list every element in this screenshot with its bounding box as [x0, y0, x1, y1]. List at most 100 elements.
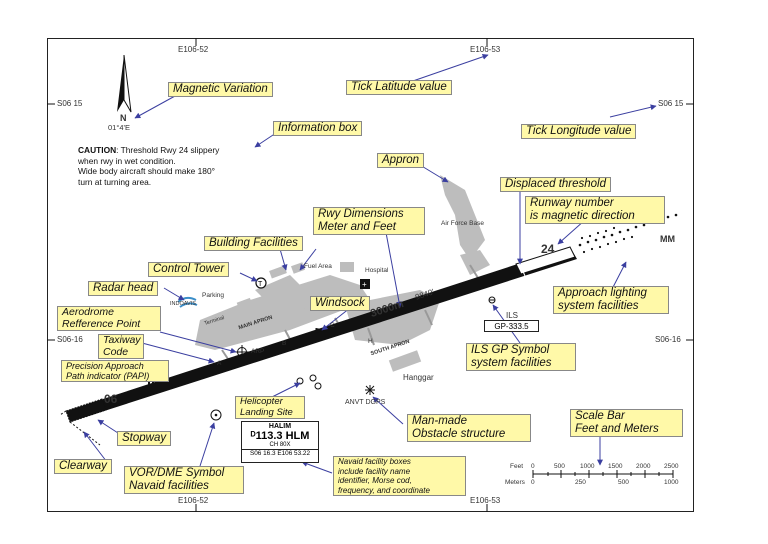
tick-e106-53-bottom: E106-53: [470, 496, 501, 505]
callout-runway-number-line2: is magnetic direction: [530, 210, 635, 222]
callout-vor-dme: VOR/DME Symbol Navaid facilities: [124, 466, 244, 494]
scale-feet-tick: 0: [531, 463, 535, 470]
scale-meter-tick: 0: [531, 479, 535, 486]
mm-label: MM: [660, 234, 675, 244]
hospital-icon: +: [360, 279, 370, 289]
north-label: N: [120, 113, 127, 123]
tick-e106-52-top: E106-52: [178, 45, 209, 54]
callout-aerodrome-reference-point: Aerodrome Refference Point: [57, 306, 161, 331]
vor-dme-icon: [210, 409, 222, 421]
arp-label: ARP: [251, 348, 265, 355]
callout-rwy-dimensions-line2: Meter and Feet: [318, 221, 396, 233]
scale-meter-tick: 250: [575, 479, 586, 486]
scale-feet-tick: 500: [554, 463, 565, 470]
callout-displaced-threshold: Displaced threshold: [500, 177, 612, 192]
runway: [66, 246, 577, 422]
callout-runway-number-line1: Runway number: [530, 197, 614, 209]
callout-taxiway-code: Taxiway Code: [98, 334, 144, 359]
callout-aerodrome-line2: Refference Point: [62, 317, 141, 330]
windsock-icon: [315, 328, 326, 338]
caution-label: CAUTION: [78, 145, 117, 155]
callout-navaid-line1: Navaid facility boxes: [338, 457, 411, 466]
scale-meters-label: Meters: [505, 479, 525, 486]
navaid-channel: CH 80X: [269, 442, 291, 448]
callout-vor-dme-line1: VOR/DME Symbol: [129, 467, 225, 479]
taxiway-h-label: H: [368, 338, 373, 345]
tick-s06-15-right: S06 15: [658, 99, 684, 108]
callout-taxiway-line2: Code: [103, 345, 129, 358]
callout-control-tower: Control Tower: [148, 262, 230, 277]
callout-scale-bar-line2: Feet and Meters: [575, 423, 659, 435]
callout-tick-latitude: Tick Latitude value: [346, 80, 452, 95]
caution-line2: when rwy in wet condition.: [78, 155, 176, 166]
callout-papi-line1: Precision Approach: [66, 361, 144, 371]
taxiway-c-label: C: [330, 322, 335, 329]
navaid-frequency-ident: ᴰ113.3 HLM: [250, 430, 310, 442]
callout-papi: Precision Approach Path indicator (PAPI): [61, 360, 169, 382]
scale-feet-tick: 2500: [664, 463, 679, 470]
callout-windsock: Windsock: [310, 296, 370, 311]
arp-icon: [235, 345, 249, 359]
callout-vor-dme-line2: Navaid facilities: [129, 480, 209, 492]
callout-ils-gp-line2: system facilities: [471, 357, 552, 369]
callout-papi-line2: Path indicator (PAPI): [66, 371, 150, 381]
scale-meter-tick: 1000: [664, 479, 679, 486]
hospital-label: Hospital: [365, 267, 389, 274]
callout-approach-lighting: Approach lighting system facilities: [553, 286, 669, 314]
callout-navaid-line4: frequency, and coordinate: [338, 485, 430, 495]
callout-scale-bar-line1: Scale Bar: [575, 410, 625, 422]
tick-s06-16-left: S06-16: [57, 335, 83, 344]
hanggar-label: Hanggar: [403, 373, 434, 382]
scale-feet-tick: 1500: [608, 463, 623, 470]
helipad-icon: [296, 374, 322, 390]
callout-navaid-line2: include facility name: [338, 466, 411, 476]
callout-navaid-line3: identifier, Morse cod,: [338, 476, 412, 485]
callout-building-facilities: Building Facilities: [204, 236, 303, 251]
stopway: [65, 398, 107, 423]
obstacle-icon: [365, 385, 375, 395]
tick-s06-16-right: S06-16: [655, 335, 681, 344]
variation-value: 01°4'E: [108, 123, 130, 132]
rwy-24-label: 24: [541, 242, 555, 256]
indoavis-label: INDOAVIS: [170, 301, 196, 307]
callout-obstacle-line1: Man-made: [412, 415, 467, 427]
ils-gp-box: GP-333.5: [484, 320, 539, 332]
callout-information-box: Information box: [273, 121, 363, 136]
scale-bar: [532, 470, 674, 478]
taxiway-a-label: A: [217, 360, 222, 367]
clearway-marks: [59, 410, 101, 446]
navaid-coordinates: S06 16.3 E106 53.22: [242, 449, 318, 457]
caution-line1: : Threshold Rwy 24 slippery: [116, 145, 220, 155]
parking-label: Parking: [202, 292, 225, 299]
tick-s06-15-left: S06 15: [57, 99, 83, 108]
callout-radar-head: Radar head: [88, 281, 159, 296]
callout-rwy-dimensions-line1: Rwy Dimensions: [318, 208, 404, 220]
callout-tick-longitude: Tick Longitude value: [521, 124, 637, 139]
fuel-area-label: Fuel Area: [304, 263, 332, 270]
air-force-base-label: Air Force Base: [441, 220, 484, 227]
callout-stopway: Stopway: [117, 431, 172, 446]
callout-appron: Appron: [377, 153, 425, 168]
callout-ils-gp-line1: ILS GP Symbol: [471, 344, 550, 356]
anvt-dgps-label: ANVT DGPS: [345, 399, 386, 406]
callout-approach-lighting-line1: Approach lighting: [558, 287, 647, 299]
info-box: CAUTION: Threshold Rwy 24 slippery when …: [78, 145, 283, 187]
callout-helicopter-line1: Helicopter: [240, 396, 283, 407]
radar-icon: [177, 296, 198, 308]
callout-obstacle: Man-made Obstacle structure: [407, 414, 531, 442]
callout-runway-number: Runway number is magnetic direction: [525, 196, 665, 224]
callout-navaid-boxes: Navaid facility boxes include facility n…: [333, 456, 466, 496]
ils-gp-icon: [488, 296, 496, 304]
callout-clearway: Clearway: [54, 459, 112, 474]
taxiway-b-label: B: [282, 340, 287, 347]
tick-e106-53-top: E106-53: [470, 45, 501, 54]
control-tower-icon: T: [255, 277, 267, 289]
callout-scale-bar: Scale Bar Feet and Meters: [570, 409, 683, 437]
callout-ils-gp: ILS GP Symbol system facilities: [466, 343, 576, 371]
ils-label: ILS: [506, 311, 519, 320]
tick-e106-52-bottom: E106-52: [178, 496, 209, 505]
callout-rwy-dimensions: Rwy Dimensions Meter and Feet: [313, 207, 425, 235]
callout-helicopter-landing-site: Helicopter Landing Site: [235, 396, 305, 419]
scale-feet-label: Feet: [510, 463, 524, 470]
caution-line4: turn at turning area.: [78, 176, 152, 187]
